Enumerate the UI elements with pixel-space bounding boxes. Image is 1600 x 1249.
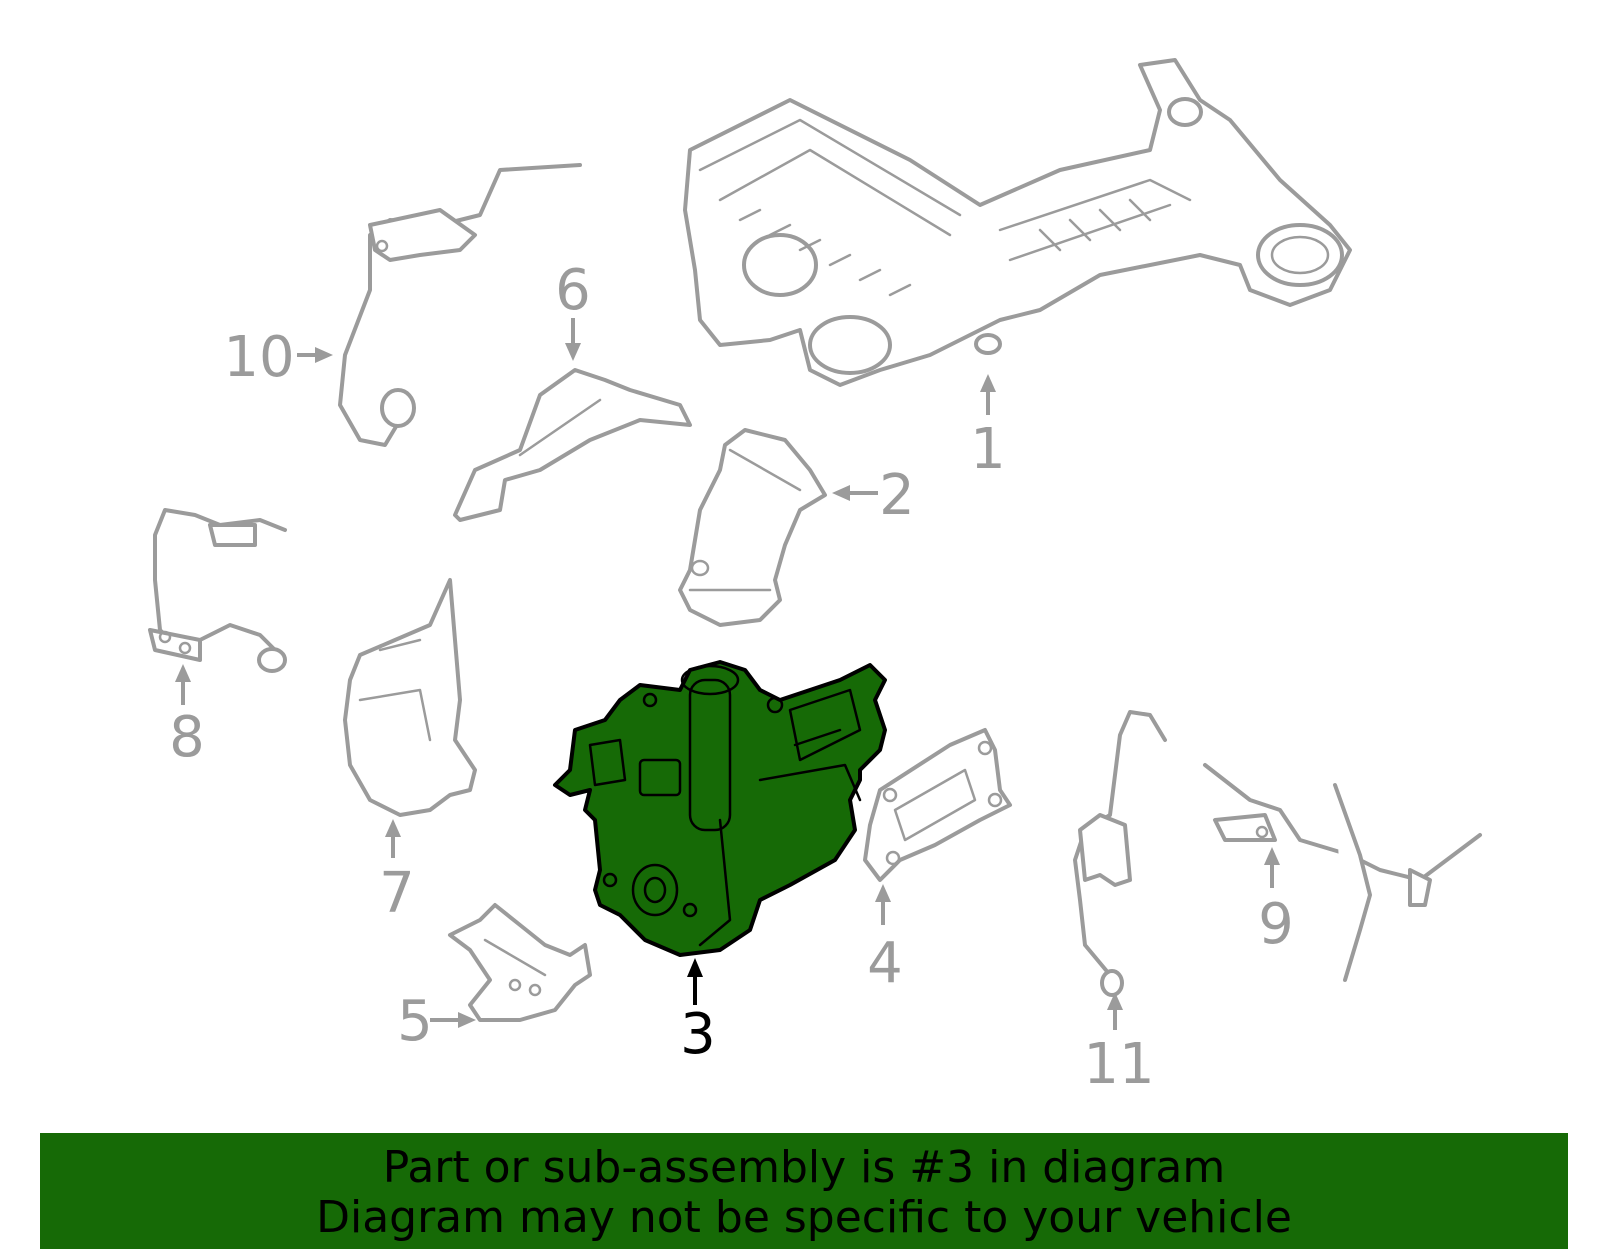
part-11-tube[interactable] (1073, 710, 1167, 997)
leader-4 (875, 884, 891, 925)
part-6-heat-shield[interactable] (453, 368, 692, 522)
callout-3[interactable]: 3 (680, 1002, 716, 1067)
callout-2[interactable]: 2 (879, 463, 915, 528)
leader-5 (430, 1012, 476, 1028)
leader-2 (832, 485, 878, 501)
banner-line-part: Part or sub-assembly is #3 in diagram (382, 1142, 1226, 1193)
part-8-bracket[interactable] (148, 508, 287, 673)
leader-7 (385, 819, 401, 858)
part-7-heat-shield[interactable] (343, 578, 477, 817)
callout-8[interactable]: 8 (169, 705, 205, 770)
part-2-air-hose[interactable] (678, 428, 827, 627)
callout-7[interactable]: 7 (379, 861, 415, 926)
leader-8 (175, 664, 191, 705)
part-3-egr-assembly[interactable] (553, 660, 887, 957)
part-9-tube-assembly[interactable] (1203, 763, 1482, 982)
leader-3 (687, 958, 703, 1005)
part-1-intake-manifold[interactable] (683, 58, 1352, 387)
leader-1 (980, 374, 996, 415)
leader-6 (565, 318, 581, 361)
banner-line-disclaimer: Diagram may not be specific to your vehi… (316, 1192, 1292, 1243)
leader-11 (1107, 992, 1123, 1030)
callout-9[interactable]: 9 (1258, 892, 1294, 957)
part-5-bracket[interactable] (448, 903, 592, 1022)
leader-9 (1264, 847, 1280, 888)
leader-10 (297, 347, 333, 363)
part-4-gasket[interactable] (863, 728, 1012, 882)
callout-11[interactable]: 11 (1083, 1032, 1154, 1097)
part-10-tube[interactable] (338, 163, 582, 447)
callout-1[interactable]: 1 (970, 417, 1006, 482)
callout-4[interactable]: 4 (867, 931, 903, 996)
callout-6[interactable]: 6 (555, 258, 591, 323)
callout-10[interactable]: 10 (223, 325, 294, 390)
info-banner: Part or sub-assembly is #3 in diagram Di… (40, 1133, 1568, 1249)
callout-5[interactable]: 5 (397, 989, 433, 1054)
